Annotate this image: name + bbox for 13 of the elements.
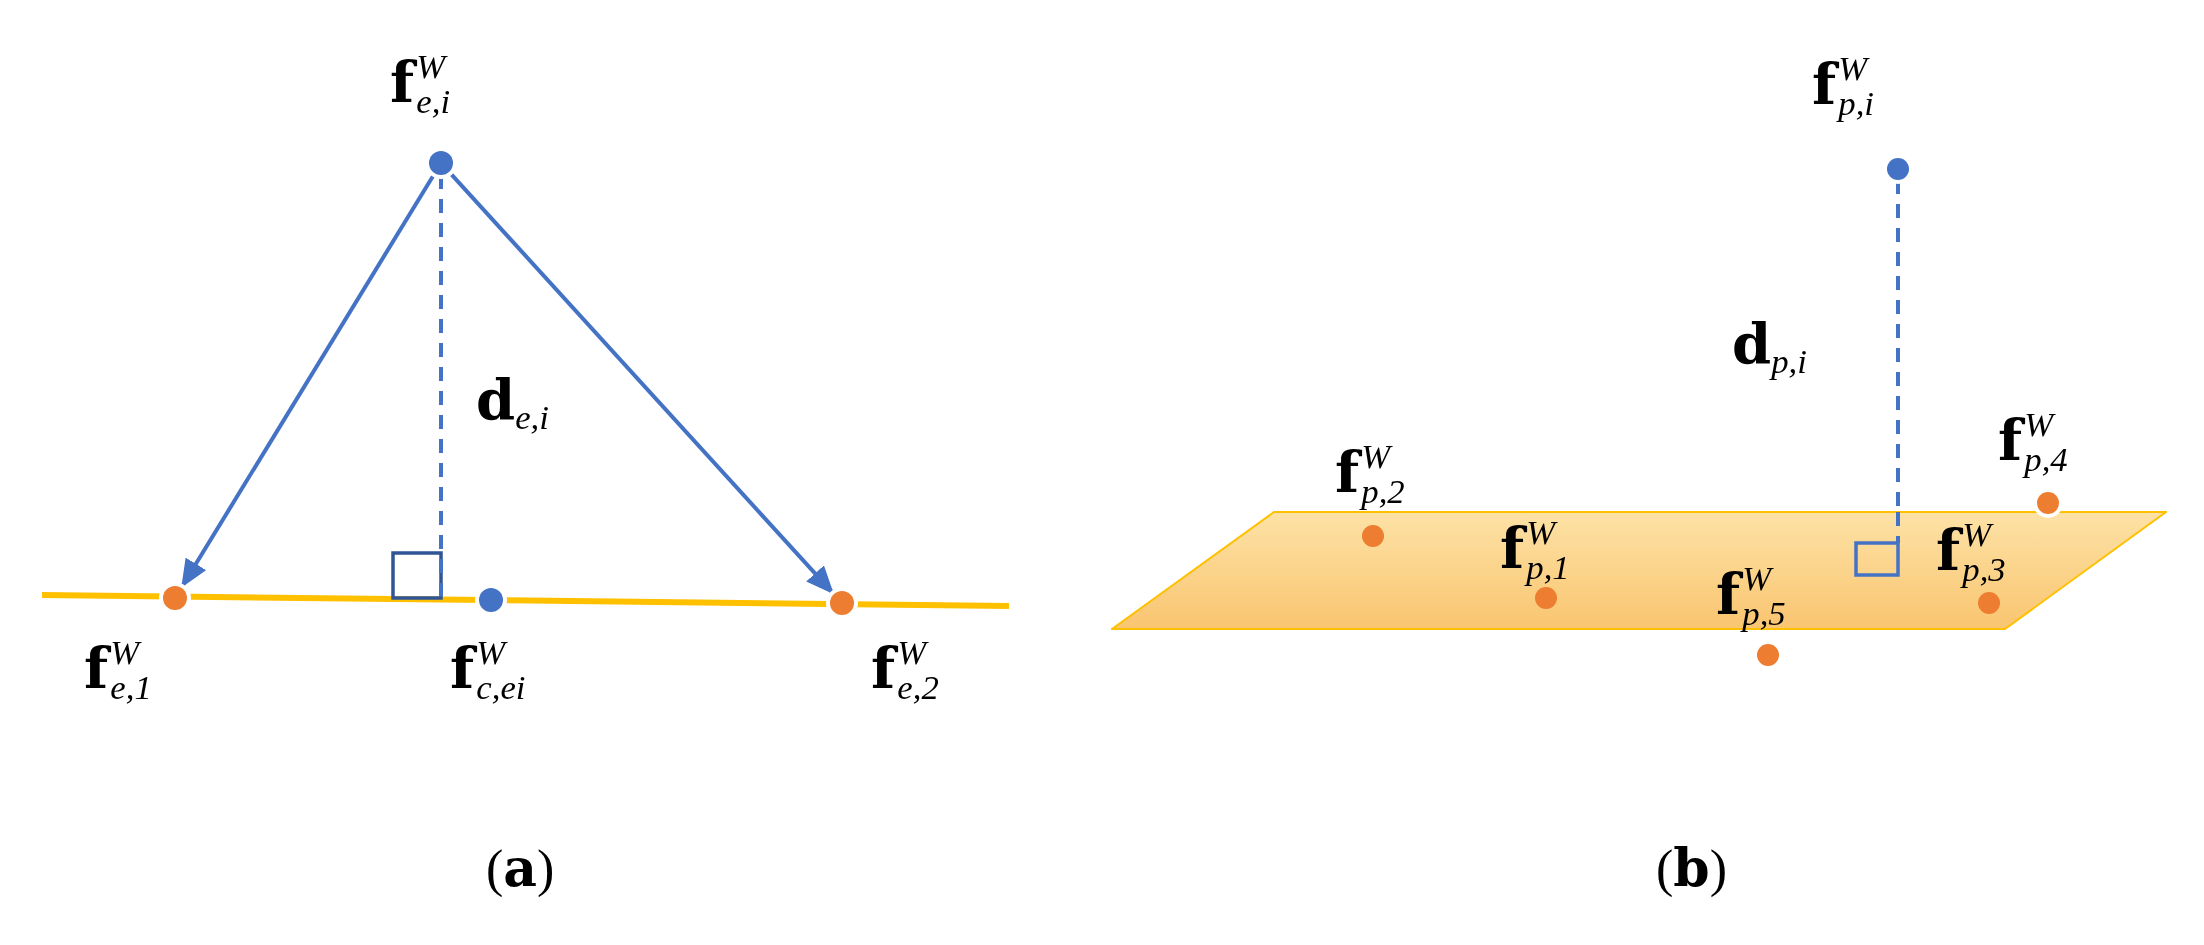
- edge-label: d$_{e,i}$: [476, 372, 549, 436]
- point-marker: [830, 591, 854, 615]
- edge-label: d$_{p,i}$: [1732, 316, 1807, 380]
- panel-label: (a): [486, 842, 555, 895]
- point-marker: [1887, 158, 1909, 180]
- line: [42, 592, 1009, 609]
- panel-label: (b): [1656, 842, 1727, 895]
- plane: [1111, 511, 2167, 630]
- point-marker: [163, 586, 187, 610]
- point-marker: [479, 588, 503, 612]
- point-marker: [2037, 492, 2059, 514]
- point-marker: [1757, 644, 1779, 666]
- point-marker: [429, 151, 453, 175]
